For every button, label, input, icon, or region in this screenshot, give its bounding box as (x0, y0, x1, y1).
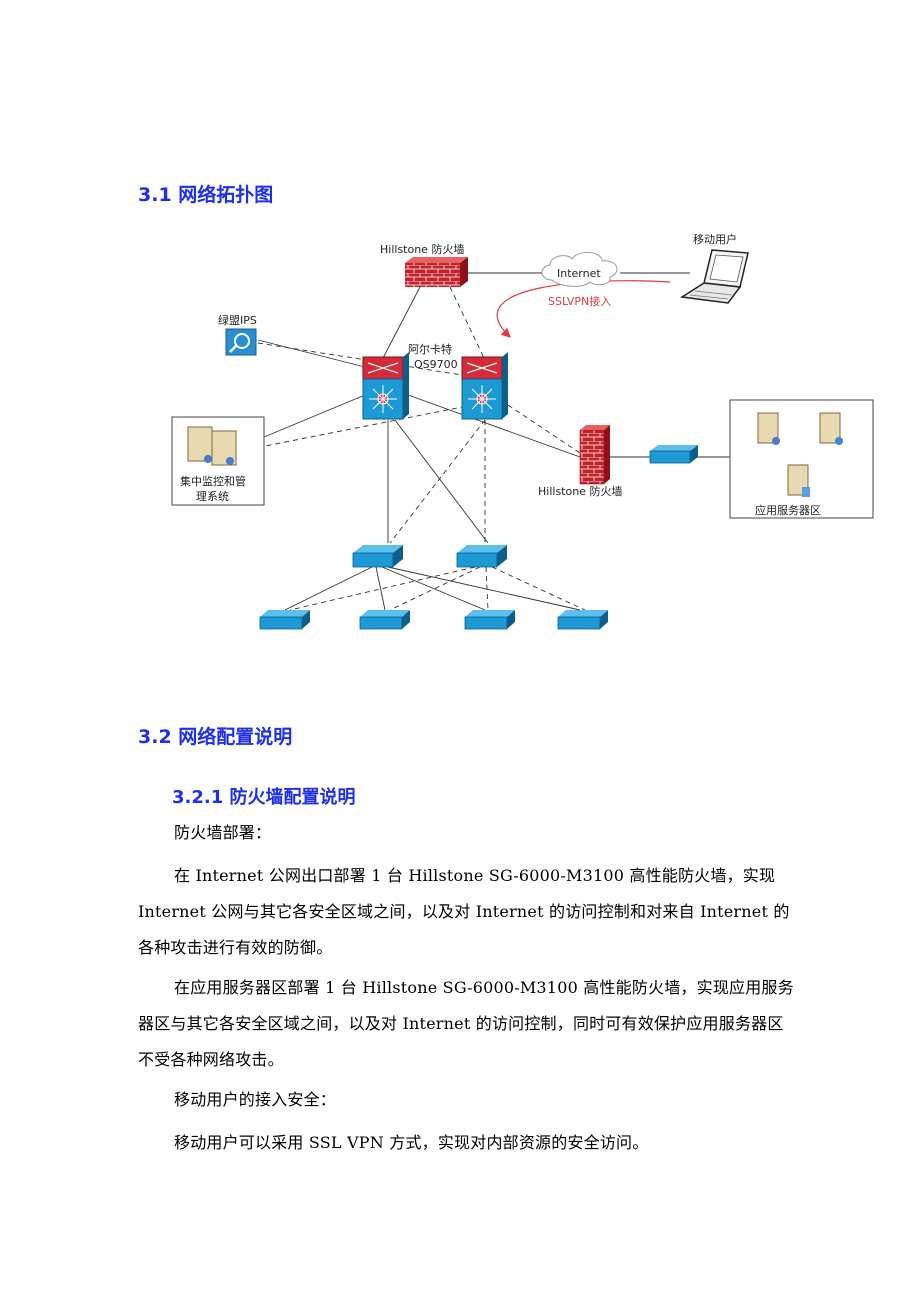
hillstone-top-firewall-icon (405, 257, 468, 287)
app-zone-switch-icon (649, 445, 698, 464)
internet-label: Internet (557, 267, 601, 280)
section-title-3-2-1: 3.2.1 防火墙配置说明 (172, 787, 356, 808)
section-title-3-2: 3.2 网络配置说明 (138, 726, 293, 748)
laptop-icon (679, 249, 749, 304)
mobile-user-label: 移动用户 (693, 232, 737, 246)
paragraph-firewall-deploy-heading: 防火墙部署： (174, 823, 272, 842)
ips-label: 绿盟IPS (218, 313, 257, 327)
hillstone-right-label: Hillstone 防火墙 (538, 484, 622, 498)
hillstone-right-firewall-icon (579, 425, 610, 485)
hillstone-top-label: Hillstone 防火墙 (380, 242, 464, 256)
access-switch-icon-3 (464, 610, 515, 630)
app-server-zone-box (729, 399, 874, 519)
access-switch-icon-2 (359, 610, 410, 630)
core-label-line1: 阿尔卡特 (408, 342, 452, 356)
app-server-icon-2 (819, 412, 843, 445)
aggregation-switch-left-icon (352, 545, 403, 568)
app-zone-label: 应用服务器区 (755, 503, 821, 517)
core-switch-left-icon (362, 352, 409, 420)
access-switch-icon-1 (259, 610, 310, 630)
core-label-line2: OS9700 (414, 358, 458, 371)
monitoring-servers-icon (187, 426, 237, 466)
core-switch-right-icon (461, 352, 508, 420)
sslvpn-path (496, 280, 671, 338)
internet-cloud-icon (541, 252, 618, 287)
aggregation-switch-right-icon (456, 545, 507, 568)
sslvpn-label: SSLVPN接入 (548, 295, 611, 308)
monitoring-label-line2: 理系统 (196, 490, 229, 503)
network-topology-diagram: SSLVPN接入 Hillstone 防火墙 Internet 移动用户 绿盟I… (171, 232, 874, 630)
app-server-icon-3 (787, 464, 810, 497)
ips-magnifier-icon (225, 328, 257, 356)
paragraph-app-zone-firewall: 在应用服务器区部署 1 台 Hillstone SG-6000-M3100 高性… (138, 978, 794, 1069)
paragraph-internet-firewall: 在 Internet 公网出口部署 1 台 Hillstone SG-6000-… (138, 866, 790, 957)
connection-lines (239, 272, 730, 611)
monitoring-label-line1: 集中监控和管 (180, 474, 246, 488)
access-switch-icon-4 (557, 610, 608, 630)
paragraph-mobile-heading: 移动用户的接入安全： (174, 1090, 337, 1109)
paragraph-mobile-sslvpn: 移动用户可以采用 SSL VPN 方式，实现对内部资源的安全访问。 (174, 1133, 649, 1152)
section-title-3-1: 3.1 网络拓扑图 (138, 184, 274, 206)
app-server-icon-1 (757, 412, 780, 445)
